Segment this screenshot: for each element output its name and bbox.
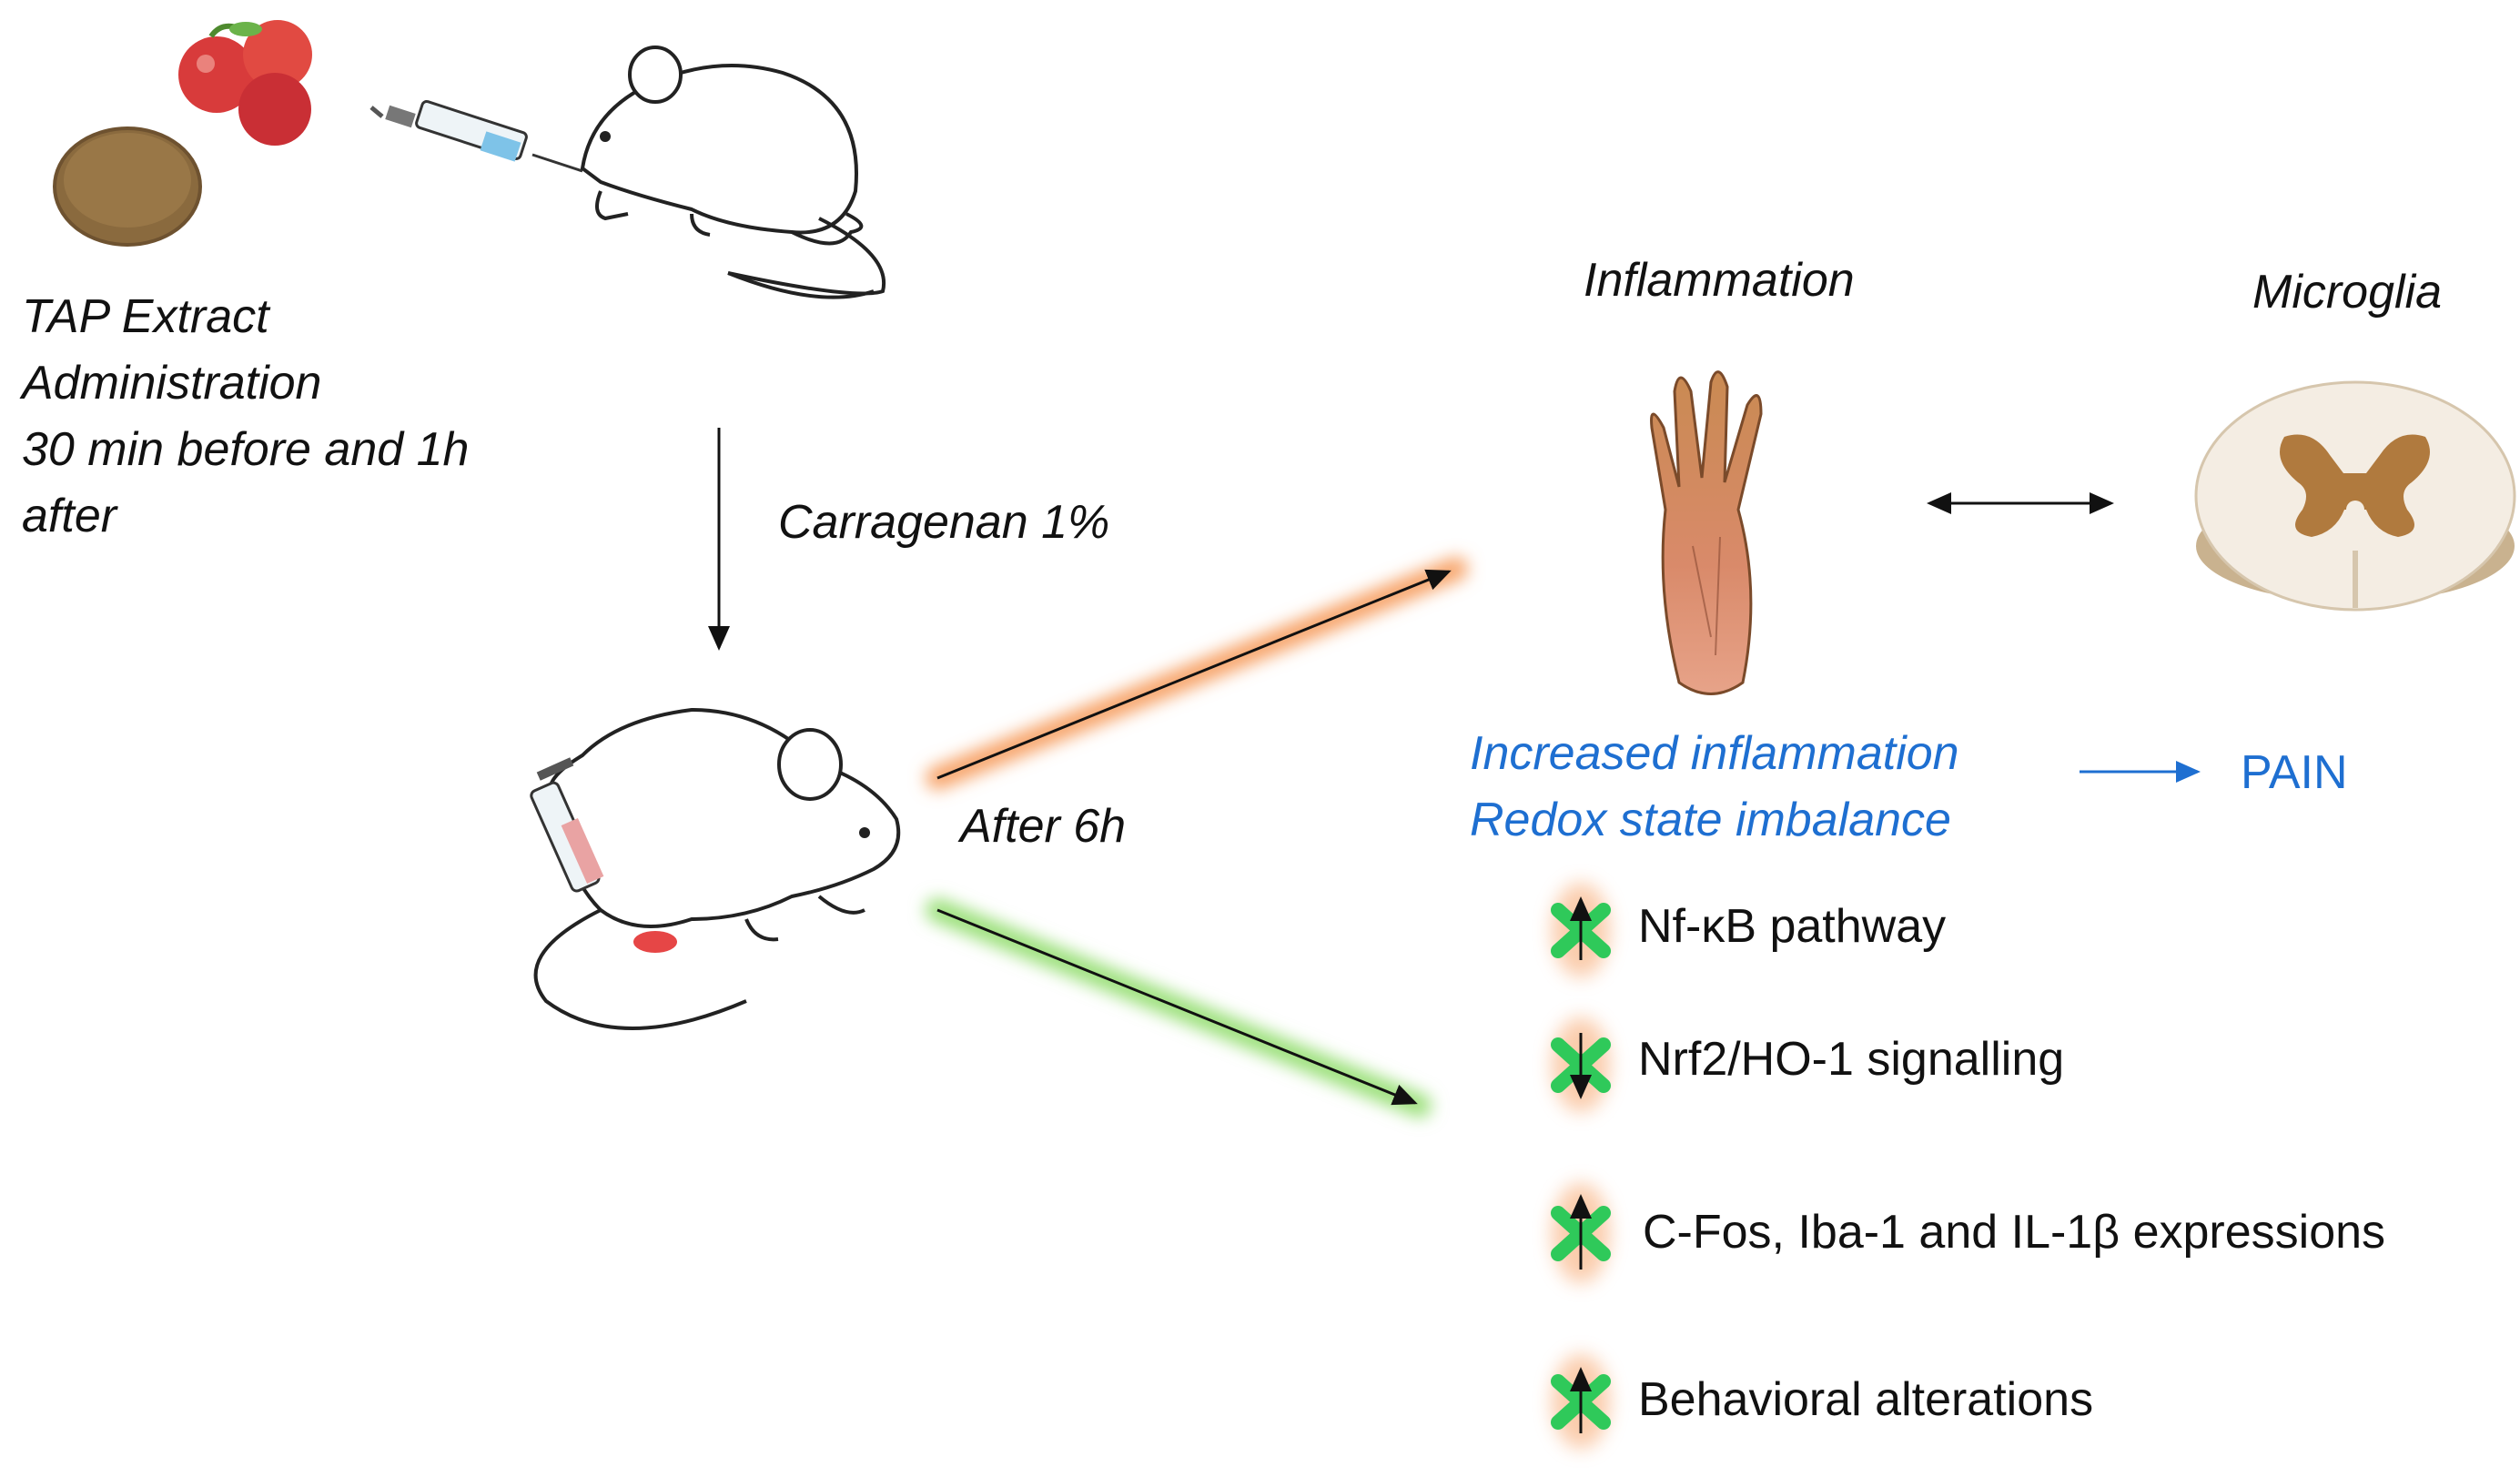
paw-injection-syringe-icon [530, 757, 677, 953]
spinal-cord-illustration [2194, 380, 2516, 612]
inflamed-paw [633, 931, 677, 953]
timepoint-label: After 6h [960, 800, 1127, 853]
outcome-marker-1 [1551, 883, 1611, 977]
inflammation-arrow [926, 557, 1468, 790]
outcomes-arrow [926, 898, 1432, 1118]
inflammation-header: Inflammation [1584, 254, 1855, 307]
mouse-illustration-top [580, 46, 886, 299]
tap-extract-illustration [53, 20, 312, 247]
syringe-icon [369, 99, 583, 173]
treatment-label-line1: TAP Extract [22, 290, 269, 343]
effect-line2: Redox state imbalance [1470, 794, 1951, 846]
outcome-label-4: Behavioral alterations [1638, 1373, 2094, 1426]
outcome-label-1: Nf-κB pathway [1638, 900, 1947, 953]
carrageenan-label: Carragenan 1% [778, 496, 1110, 549]
treatment-label-line4: after [22, 490, 117, 542]
outcome-marker-4 [1551, 1354, 1611, 1449]
outcome-label-2: Nrf2/HO-1 signalling [1638, 1033, 2065, 1086]
mouse-eye [859, 827, 870, 838]
treatment-label-line3: 30 min before and 1h [22, 423, 470, 476]
outcome-marker-3 [1551, 1183, 1611, 1283]
effect-line1: Increased inflammation [1470, 727, 1959, 780]
mouse-illustration-bottom [533, 707, 901, 1030]
mouse-eye [600, 131, 611, 142]
outcome-label-3: C-Fos, Iba-1 and IL-1β expressions [1643, 1206, 2386, 1259]
pain-label: PAIN [2241, 746, 2348, 799]
apple-icon [178, 20, 312, 146]
treatment-label-line2: Administration [22, 357, 322, 410]
microglia-header: Microglia [2252, 266, 2443, 319]
outcome-marker-2 [1551, 1017, 1611, 1112]
inflamed-paw-illustration [1650, 370, 1763, 695]
